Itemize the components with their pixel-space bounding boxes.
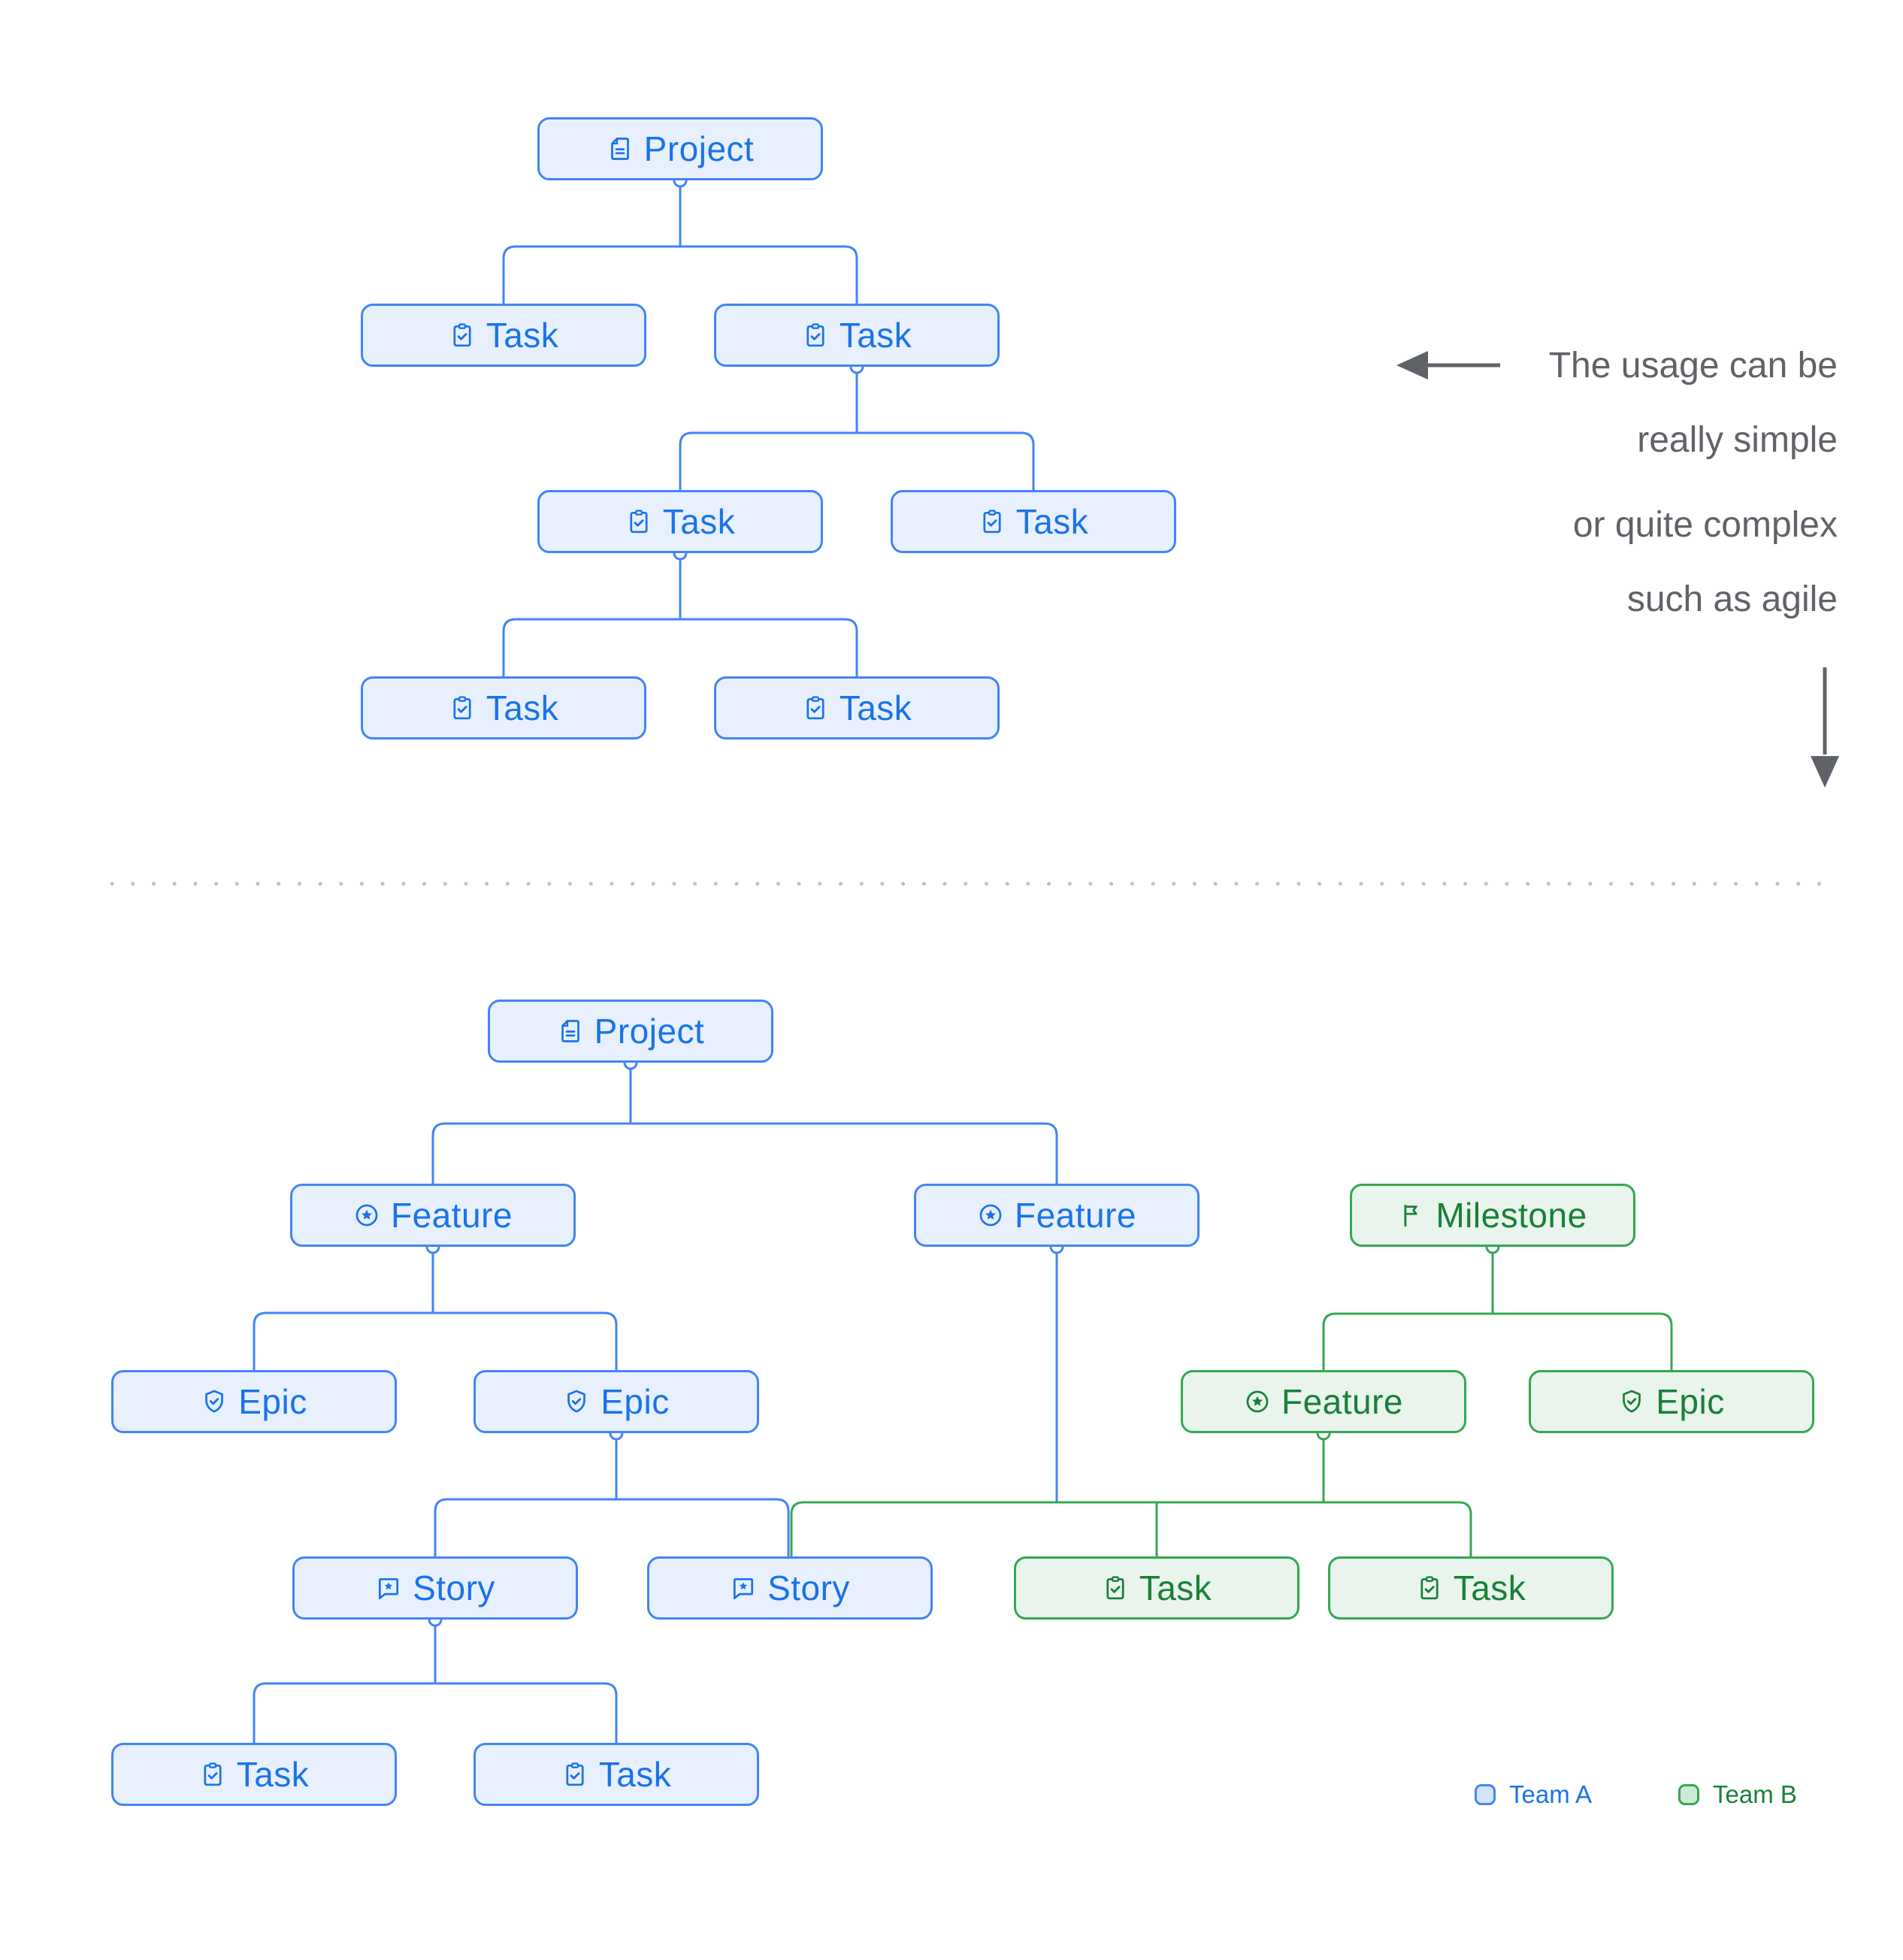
task-icon [1416,1574,1443,1602]
node-label: Milestone [1436,1196,1587,1235]
task-icon [1102,1574,1129,1602]
node-story-2: Story [647,1556,933,1620]
node-project-simple: Project [537,117,823,180]
node-label: Task [839,688,912,727]
node-label: Task [598,1755,672,1794]
node-label: Task [1139,1568,1212,1608]
story-icon [375,1574,402,1602]
node-label: Feature [390,1196,513,1235]
node-milestone: Milestone [1350,1184,1635,1247]
node-label: Feature [1014,1196,1137,1235]
task-icon [802,322,829,349]
node-feature-2: Feature [914,1184,1200,1247]
node-task-2: Task [714,304,1000,367]
feature-icon [353,1202,380,1229]
document-icon [607,135,634,162]
shield-check-icon [1618,1388,1645,1415]
team-b-swatch [1678,1784,1699,1805]
task-icon [199,1761,226,1788]
node-label: Epic [238,1382,307,1421]
team-a-swatch [1475,1784,1496,1805]
legend-team-b: Team B [1678,1774,1797,1816]
node-epic-2: Epic [473,1370,759,1433]
bottom-tree-connectors-team-a [253,1069,1058,1743]
annotation-complex: or quite complex such as agile [1573,488,1838,637]
annotation-simple: The usage can be really simple [1549,328,1838,477]
node-label: Task [486,316,559,355]
document-icon [557,1018,584,1045]
node-task-green-1: Task [1014,1556,1299,1620]
annotation-line: really simple [1637,420,1838,460]
story-icon [730,1574,757,1602]
node-task-agile-2: Task [473,1743,759,1806]
node-epic-1: Epic [111,1370,397,1433]
down-arrow-icon [1811,667,1839,788]
node-feature-1: Feature [290,1184,576,1247]
task-icon [449,322,476,349]
node-label: Task [1015,502,1089,541]
node-label: Project [594,1012,705,1051]
node-label: Project [643,129,755,168]
feature-icon [977,1202,1004,1229]
node-label: Feature [1281,1382,1404,1421]
left-arrow-icon [1396,351,1500,380]
node-project-agile: Project [488,1000,773,1063]
legend-label: Team A [1509,1780,1593,1808]
node-feature-green: Feature [1181,1370,1466,1433]
annotation-line: such as agile [1626,579,1838,619]
node-label: Task [1453,1568,1526,1608]
top-tree-connectors [502,186,1035,676]
node-task-1: Task [361,304,646,367]
task-icon [561,1761,588,1788]
task-icon [979,508,1006,535]
task-icon [449,694,476,721]
node-task-5: Task [361,676,646,740]
node-task-4: Task [891,490,1176,553]
bottom-tree-connectors-team-b [790,1253,1673,1556]
node-label: Task [662,502,736,541]
node-label: Task [839,316,912,355]
annotation-line: or quite complex [1572,505,1838,545]
node-label: Story [413,1568,495,1608]
node-label: Story [767,1568,850,1608]
flag-icon [1398,1202,1425,1229]
node-task-green-2: Task [1328,1556,1614,1620]
node-task-6: Task [714,676,1000,740]
node-epic-green: Epic [1529,1370,1814,1433]
shield-check-icon [563,1388,590,1415]
node-label: Epic [1656,1382,1725,1421]
annotation-line: The usage can be [1548,346,1838,386]
node-task-agile-1: Task [111,1743,397,1806]
node-task-3: Task [537,490,823,553]
node-label: Task [236,1755,310,1794]
node-label: Task [486,688,559,727]
feature-icon [1244,1388,1271,1415]
legend-label: Team B [1713,1780,1797,1808]
task-icon [625,508,652,535]
shield-check-icon [201,1388,228,1415]
task-icon [802,694,829,721]
node-story-1: Story [292,1556,578,1620]
node-label: Epic [601,1382,670,1421]
legend-team-a: Team A [1475,1774,1592,1816]
